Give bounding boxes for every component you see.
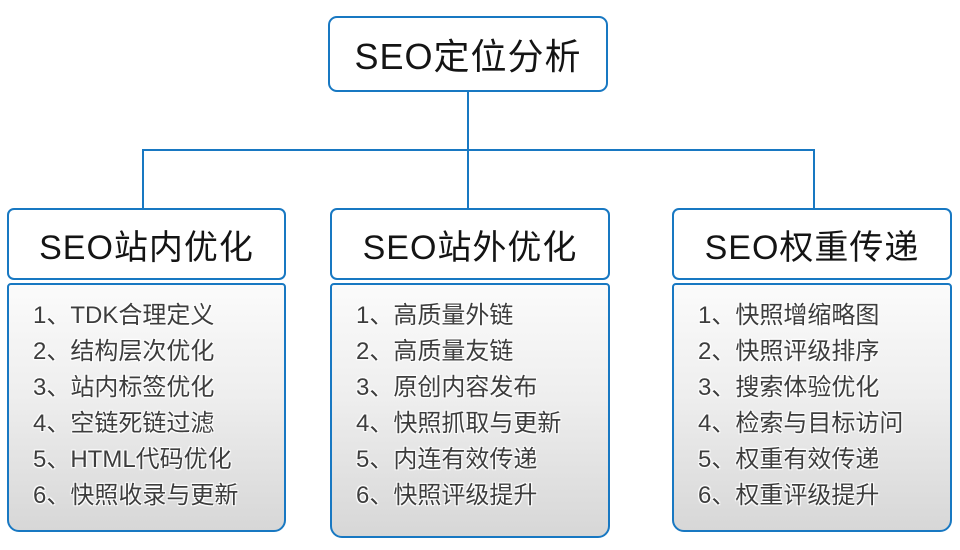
root-node-label: SEO定位分析	[354, 36, 582, 77]
list-item: 2、结构层次优化	[33, 338, 215, 365]
list-item: 5、权重有效传递	[698, 446, 880, 473]
list-item: 1、高质量外链	[356, 302, 514, 329]
list-item: 4、检索与目标访问	[698, 410, 904, 437]
list-item: 5、内连有效传递	[356, 446, 538, 473]
column-weight-list: 1、快照增缩略图 2、快照评级排序 3、搜索体验优化 4、检索与目标访问 5、权…	[672, 283, 952, 532]
list-item: 1、快照增缩略图	[698, 302, 880, 329]
column-offsite-title: SEO站外优化	[362, 228, 578, 267]
connector-root-stem	[467, 92, 469, 150]
column-onsite: SEO站内优化 1、TDK合理定义 2、结构层次优化 3、站内标签优化 4、空链…	[7, 208, 286, 532]
list-item: 1、TDK合理定义	[33, 302, 215, 329]
connector-drop-middle	[467, 150, 469, 208]
column-offsite-list: 1、高质量外链 2、高质量友链 3、原创内容发布 4、快照抓取与更新 5、内连有…	[330, 283, 610, 538]
column-onsite-title: SEO站内优化	[39, 228, 254, 267]
column-offsite: SEO站外优化 1、高质量外链 2、高质量友链 3、原创内容发布 4、快照抓取与…	[330, 208, 610, 538]
connector-horizontal	[142, 149, 815, 151]
list-item: 3、站内标签优化	[33, 374, 215, 401]
column-weight: SEO权重传递 1、快照增缩略图 2、快照评级排序 3、搜索体验优化 4、检索与…	[672, 208, 952, 532]
list-item: 6、快照评级提升	[356, 482, 538, 509]
column-weight-title: SEO权重传递	[704, 228, 920, 267]
list-item: 3、原创内容发布	[356, 374, 538, 401]
list-item: 6、权重评级提升	[698, 482, 880, 509]
column-offsite-header: SEO站外优化	[330, 208, 610, 280]
column-weight-header: SEO权重传递	[672, 208, 952, 280]
column-onsite-list: 1、TDK合理定义 2、结构层次优化 3、站内标签优化 4、空链死链过滤 5、H…	[7, 283, 286, 532]
connector-drop-right	[813, 150, 815, 208]
column-onsite-header: SEO站内优化	[7, 208, 286, 280]
root-node: SEO定位分析	[328, 16, 608, 92]
list-item: 5、HTML代码优化	[33, 446, 232, 473]
list-item: 4、空链死链过滤	[33, 410, 215, 437]
list-item: 3、搜索体验优化	[698, 374, 880, 401]
list-item: 6、快照收录与更新	[33, 482, 239, 509]
list-item: 2、快照评级排序	[698, 338, 880, 365]
list-item: 4、快照抓取与更新	[356, 410, 562, 437]
connector-drop-left	[142, 150, 144, 208]
list-item: 2、高质量友链	[356, 338, 514, 365]
